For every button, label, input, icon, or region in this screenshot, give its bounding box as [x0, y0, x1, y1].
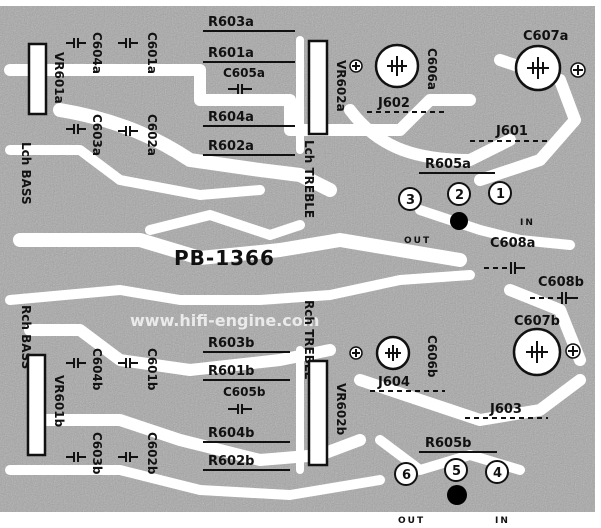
svg-text:6: 6 — [402, 468, 411, 483]
vr601a-label: VR601a — [52, 52, 66, 104]
vr601a-potentiometer — [27, 42, 48, 116]
c605a-capacitor-icon — [228, 84, 252, 94]
ground-dot-icon — [447, 485, 467, 505]
c603a-label: C603a — [90, 114, 104, 156]
j603-label: J603 — [489, 402, 522, 417]
svg-text:5: 5 — [452, 464, 461, 479]
resistor-outlines — [203, 30, 295, 156]
c607a-label: C607a — [523, 29, 568, 44]
j602-label: J602 — [377, 96, 410, 111]
r602b-label: R602b — [208, 454, 254, 469]
vr602a-label: VR602a — [334, 60, 348, 112]
vr601b-label: VR601b — [52, 375, 66, 428]
j604-label: J604 — [377, 375, 410, 390]
c606b-label: C606b — [425, 335, 439, 378]
lch-treble-label: Lch TREBLE — [302, 140, 316, 218]
c602b-label: C602b — [145, 432, 159, 475]
electrolytic-capacitor-icon — [375, 335, 411, 371]
c606a-label: C606a — [425, 48, 439, 90]
svg-text:4: 4 — [493, 466, 502, 481]
vr602a-potentiometer — [307, 39, 329, 136]
terminal-pin-5: 5 — [444, 458, 468, 482]
c601b-label: C601b — [145, 348, 159, 391]
rch-bass-label: Rch BASS — [19, 305, 33, 369]
in-label-bottom: IN — [495, 516, 510, 526]
vr602b-label: VR602b — [334, 383, 348, 436]
r605a-label: R605a — [425, 157, 471, 172]
resistor-outlines-b — [203, 351, 290, 471]
c608a-label: C608a — [490, 236, 535, 251]
c601a-label: C601a — [145, 32, 159, 74]
c604a-label: C604a — [90, 32, 104, 74]
capacitor-symbol-icon — [66, 358, 138, 462]
svg-text:3: 3 — [406, 193, 415, 208]
r602a-label: R602a — [208, 139, 254, 154]
j601-label: J601 — [495, 124, 528, 139]
c605b-label: C605b — [223, 385, 266, 399]
r601a-label: R601a — [208, 46, 254, 61]
svg-text:2: 2 — [455, 188, 464, 203]
ground-dot-icon — [450, 212, 468, 230]
board-name-label: PB-1366 — [174, 246, 275, 270]
c605b-capacitor-icon — [228, 404, 252, 414]
c607b-label: C607b — [514, 314, 560, 329]
in-label-top: IN — [520, 218, 535, 228]
terminal-pin-6: 6 — [394, 462, 418, 486]
electrolytic-capacitor-icon — [374, 43, 420, 89]
out-label-bottom: OUT — [398, 516, 425, 526]
vr601b-potentiometer — [26, 353, 47, 457]
plus-sign-icon — [565, 343, 581, 359]
c604b-label: C604b — [90, 348, 104, 391]
terminal-pin-1: 1 — [488, 181, 512, 205]
c608b-label: C608b — [538, 275, 584, 290]
r603a-label: R603a — [208, 15, 254, 30]
vr602b-potentiometer — [307, 359, 329, 467]
plus-sign-icon — [349, 346, 363, 360]
r601b-label: R601b — [208, 364, 254, 379]
svg-text:1: 1 — [496, 187, 505, 202]
electrolytic-capacitor-icon — [512, 327, 562, 377]
out-label-top: OUT — [404, 236, 431, 246]
plus-sign-icon — [570, 62, 586, 78]
r603b-label: R603b — [208, 336, 254, 351]
r604a-label: R604a — [208, 110, 254, 125]
c608a-capacitor-icon — [484, 262, 525, 274]
watermark: www.hifi-engine.com — [130, 311, 319, 330]
terminal-pin-4: 4 — [485, 460, 509, 484]
c603b-label: C603b — [90, 432, 104, 475]
electrolytic-capacitor-icon — [514, 44, 562, 92]
terminal-pin-2: 2 — [447, 182, 471, 206]
c605a-label: C605a — [223, 66, 265, 80]
r604b-label: R604b — [208, 426, 254, 441]
c608b-capacitor-icon — [530, 292, 578, 304]
r605b-label: R605b — [425, 436, 471, 451]
lch-bass-label: Lch BASS — [19, 142, 33, 205]
c602a-label: C602a — [145, 114, 159, 156]
plus-sign-icon — [349, 59, 363, 73]
capacitor-symbol-icon — [66, 38, 138, 136]
terminal-pin-3: 3 — [398, 187, 422, 211]
